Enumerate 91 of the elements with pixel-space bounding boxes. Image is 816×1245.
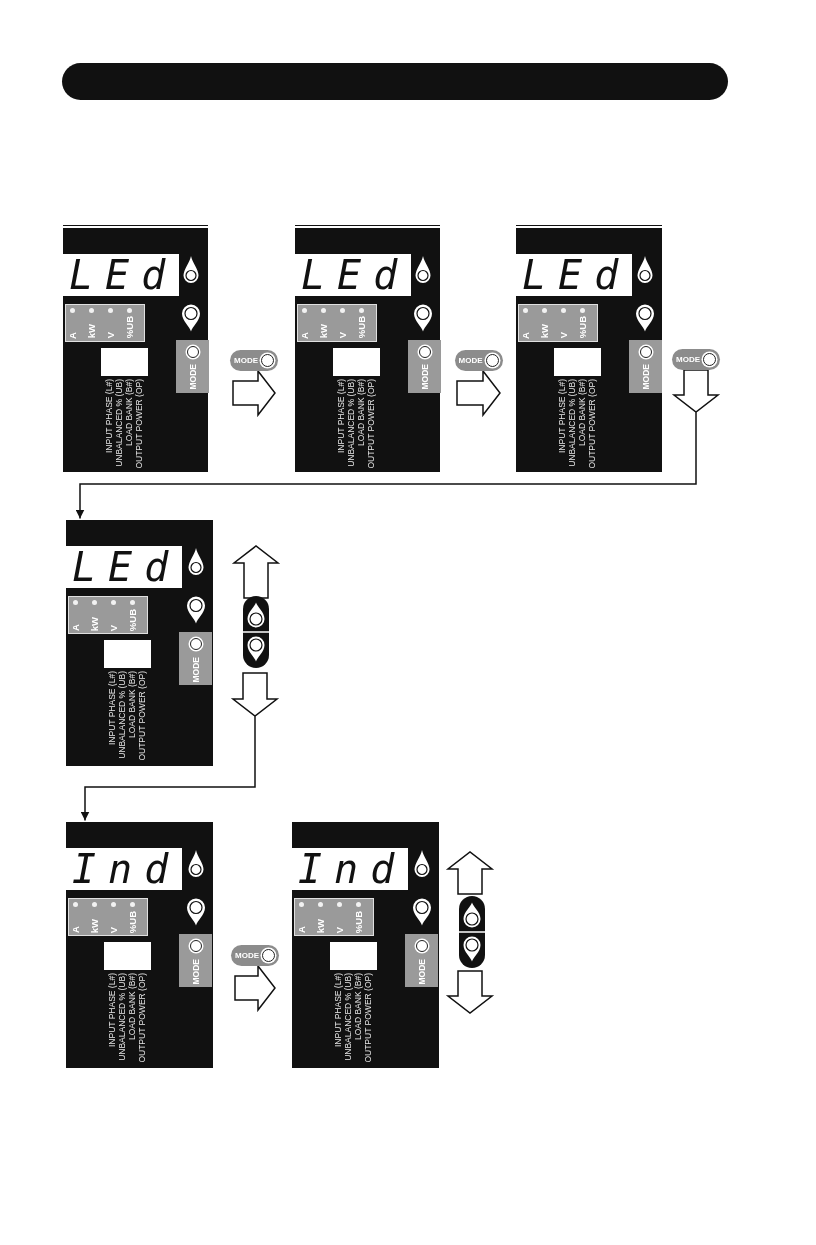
mode-legend-text: OUTPUT POWER (OP) (138, 671, 148, 761)
heading-bar (62, 63, 728, 100)
indicator-label: kW (539, 324, 550, 339)
hollow-arrow (232, 368, 276, 418)
mode-legend-text: INPUT PHASE (L#) (105, 378, 114, 453)
indicator-panel (294, 898, 374, 936)
indicator-label: kW (315, 918, 326, 933)
key-label: MODE (190, 958, 201, 984)
mode-legend-text: LOAD BANK (B#) (578, 378, 587, 446)
connector-arrow (80, 672, 280, 822)
hollow-arrow (445, 851, 495, 895)
display-readout: LEd (69, 253, 178, 296)
mode-legend-text: OUTPUT POWER (OP) (135, 378, 145, 469)
mode-legend-text: LOAD BANK (B#) (357, 378, 366, 446)
hollow-arrow (234, 963, 276, 1013)
indicator-label: A (70, 926, 81, 933)
mode-legend-text: INPUT PHASE (L#) (108, 973, 117, 1047)
indicator-label: kW (318, 324, 329, 339)
mode-legend-text: UNBALANCED % (UB) (568, 378, 577, 467)
mode-legend-text: OUTPUT POWER (OP) (138, 973, 148, 1063)
mode-key (179, 934, 212, 987)
indicator-panel (65, 303, 145, 342)
key-label: MODE (187, 364, 198, 390)
mode-key (179, 632, 212, 685)
mode-legend-text: INPUT PHASE (L#) (108, 671, 117, 745)
mode-key (176, 339, 209, 393)
control-panel (66, 520, 213, 766)
mode-legend-text: OUTPUT POWER (OP) (588, 378, 598, 469)
indicator-label: kW (86, 324, 97, 339)
indicator-label: V (108, 926, 119, 933)
mode-legend-text: LOAD BANK (B#) (128, 671, 137, 739)
mode-legend-text: INPUT PHASE (L#) (558, 378, 567, 453)
indicator-label: A (296, 926, 307, 933)
display-readout: Ind (298, 848, 407, 890)
indicator-label: %UB (353, 910, 364, 933)
mode-legend-text: UNBALANCED % (UB) (115, 378, 124, 467)
display-readout: LEd (301, 253, 410, 296)
mode-legend-text: UNBALANCED % (UB) (344, 973, 353, 1061)
indicator-label: kW (89, 616, 100, 631)
hollow-arrow (231, 545, 281, 599)
indicator-label: A (67, 331, 78, 339)
control-panel (295, 225, 440, 472)
key-label: MODE (640, 364, 651, 390)
indicator-label: %UB (127, 608, 138, 631)
mode-legend-text: INPUT PHASE (L#) (334, 973, 343, 1047)
hollow-arrow (445, 970, 495, 1014)
indicator-label: %UB (127, 910, 138, 933)
indicator-label: V (558, 332, 569, 339)
display-readout: LEd (72, 546, 181, 588)
mode-legend-text: OUTPUT POWER (OP) (367, 378, 377, 469)
indicator-label: V (108, 624, 119, 631)
indicator-label: %UB (577, 316, 588, 339)
display-readout: Ind (72, 848, 181, 890)
mode-legend-text: LOAD BANK (B#) (125, 378, 134, 446)
indicator-label: V (337, 332, 348, 339)
hollow-arrow (456, 368, 501, 418)
mode-legend-text: INPUT PHASE (L#) (337, 378, 346, 453)
indicator-panel (518, 303, 598, 342)
indicator-label: %UB (356, 316, 367, 339)
indicator-panel (68, 898, 148, 936)
indicator-label: A (70, 624, 81, 631)
mode-legend-text: UNBALANCED % (UB) (347, 378, 356, 467)
mode-legend-text: UNBALANCED % (UB) (118, 973, 127, 1061)
indicator-label: V (334, 926, 345, 933)
control-panel (66, 822, 213, 1068)
control-panel (63, 225, 208, 472)
mode-button: MODE (454, 349, 503, 371)
mode-key (405, 934, 438, 987)
key-label: MODE (419, 364, 430, 390)
mode-key (408, 339, 441, 393)
connector-arrow (75, 369, 721, 520)
indicator-label: A (520, 331, 531, 339)
mode-button: MODE (230, 349, 278, 371)
mode-legend-text: UNBALANCED % (UB) (118, 671, 127, 759)
indicator-label: V (105, 332, 116, 339)
mode-legend-text: OUTPUT POWER (OP) (364, 973, 374, 1063)
mode-legend-text: LOAD BANK (B#) (128, 973, 137, 1041)
display-readout: LEd (522, 253, 631, 296)
indicator-panel (297, 303, 377, 342)
mode-button: MODE (231, 944, 279, 966)
key-label: MODE (190, 656, 201, 682)
mode-key (629, 339, 662, 393)
key-label: MODE (416, 958, 427, 984)
mode-legend-text: LOAD BANK (B#) (354, 973, 363, 1041)
indicator-label: A (299, 331, 310, 339)
indicator-label: %UB (124, 316, 135, 339)
indicator-panel (68, 596, 148, 634)
control-panel (516, 225, 662, 472)
control-panel (292, 822, 439, 1068)
indicator-label: kW (89, 918, 100, 933)
mode-button: MODE (672, 348, 720, 370)
